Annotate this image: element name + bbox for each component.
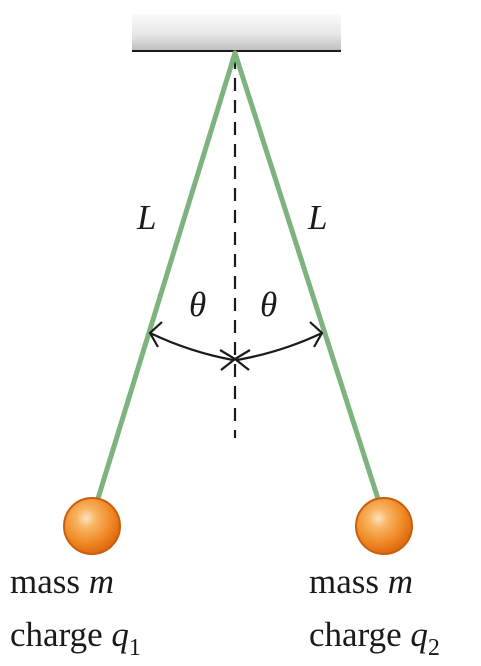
ball-left-charge-symbol: q (111, 615, 129, 654)
angle-label-right: θ (260, 285, 277, 324)
ball-right-mass-symbol: m (388, 562, 413, 601)
ball-right-mass-label: mass m (309, 562, 413, 601)
length-label-right: L (307, 198, 327, 237)
ball-right (355, 497, 413, 555)
ball-right-charge-label: charge q2 (309, 615, 440, 661)
ball-right-charge-word: charge (309, 615, 402, 654)
ball-left-mass-word: mass (10, 562, 80, 601)
length-label-left: L (136, 198, 156, 237)
angle-arc-right (236, 332, 323, 362)
ball-right-charge-symbol: q (410, 615, 428, 654)
angle-label-left: θ (189, 285, 206, 324)
ball-left-charge-subscript: 1 (129, 635, 141, 661)
ball-left-mass-symbol: m (89, 562, 114, 601)
arrowhead-left (148, 321, 163, 348)
arrowhead-center-right (233, 349, 251, 371)
string-right (232, 50, 383, 508)
string-left (93, 50, 238, 508)
ball-right-charge-subscript: 2 (428, 635, 440, 661)
angle-arc-left (149, 332, 234, 362)
arrowhead-right (309, 321, 324, 348)
ball-left-charge-word: charge (10, 615, 103, 654)
ball-right-mass-word: mass (309, 562, 379, 601)
ball-left (63, 497, 121, 555)
ball-left-mass-label: mass m (10, 562, 114, 601)
ceiling-support (132, 14, 341, 51)
ball-left-charge-label: charge q1 (10, 615, 141, 661)
